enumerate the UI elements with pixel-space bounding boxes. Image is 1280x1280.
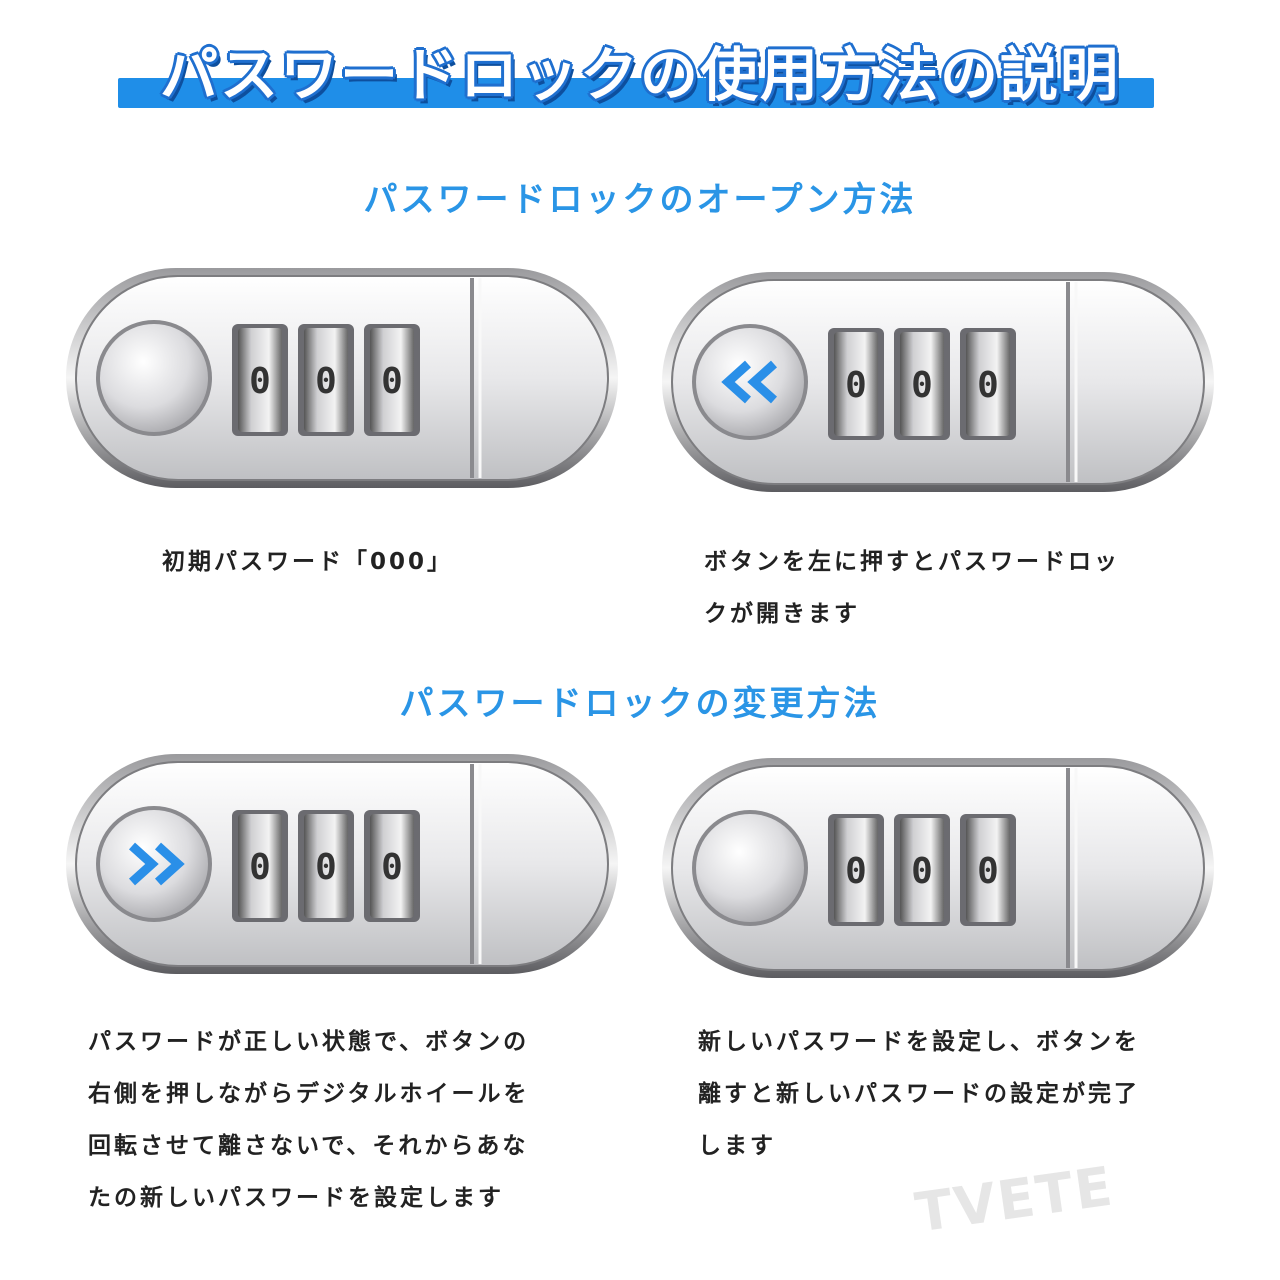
title-underline-bar <box>118 78 1154 108</box>
caption-set-password: 新しいパスワードを設定し、ボタンを 離すと新しいパスワードの設定が完了 します <box>698 1016 1140 1172</box>
caption-line: 初期パスワード「000」 <box>162 549 454 575</box>
caption-line: パスワードが正しい状態で、ボタンの <box>88 1029 530 1055</box>
digit-1: 0 <box>249 847 271 888</box>
section-heading-open: パスワードロックのオープン方法 <box>363 180 917 220</box>
digit-2: 0 <box>315 847 337 888</box>
double-chevron-right-icon <box>128 842 185 886</box>
digit-2: 0 <box>911 851 933 892</box>
caption-line: クが開きます <box>704 601 860 627</box>
caption-line: 新しいパスワードを設定し、ボタンを <box>698 1029 1140 1055</box>
caption-change-password: パスワードが正しい状態で、ボタンの 右側を押しながらデジタルホイールを 回転させ… <box>88 1016 530 1224</box>
lock-image-change: 0 0 0 <box>66 754 618 974</box>
digit-1: 0 <box>845 851 867 892</box>
digit-3: 0 <box>977 851 999 892</box>
section-heading-change: パスワードロックの変更方法 <box>399 684 881 724</box>
digit-2: 0 <box>315 361 337 402</box>
digit-3: 0 <box>977 365 999 406</box>
digit-3: 0 <box>381 847 403 888</box>
lock-image-initial: 0 0 0 <box>66 268 618 488</box>
digit-1: 0 <box>845 365 867 406</box>
digit-3: 0 <box>381 361 403 402</box>
caption-line: ボタンを左に押すとパスワードロッ <box>704 549 1120 575</box>
page-title: パスワードロックの使用方法の説明 <box>159 41 1120 109</box>
caption-initial-password: 初期パスワード「000」 <box>162 536 453 588</box>
lock-image-set: 0 0 0 <box>662 758 1214 978</box>
digit-2: 0 <box>911 365 933 406</box>
lock-image-open: 0 0 0 <box>662 272 1214 492</box>
caption-line: 回転させて離さないで、それからあな <box>88 1133 529 1159</box>
caption-line: 右側を押しながらデジタルホイールを <box>88 1081 530 1107</box>
caption-line: たの新しいパスワードを設定します <box>88 1185 504 1211</box>
caption-line: 離すと新しいパスワードの設定が完了 <box>698 1081 1140 1107</box>
caption-line: します <box>698 1133 776 1159</box>
digit-wheels <box>232 324 420 436</box>
digit-1: 0 <box>249 361 271 402</box>
double-chevron-left-icon <box>721 360 778 404</box>
caption-open-lock: ボタンを左に押すとパスワードロッ クが開きます <box>704 536 1120 640</box>
